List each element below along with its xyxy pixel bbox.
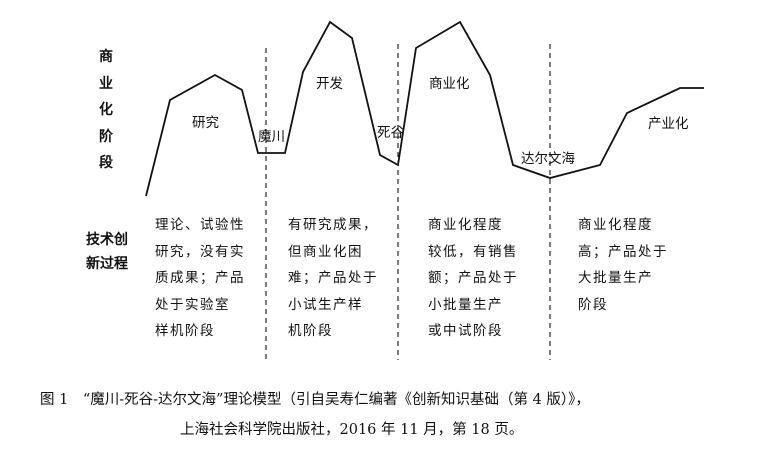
tech-innovation-process-label: 技术创 新过程: [86, 228, 134, 276]
phase-label-commercialization: 商业化: [429, 76, 470, 92]
axis-char: 段: [99, 155, 113, 171]
phase-label-research: 研究: [192, 115, 219, 131]
row-label-line: 新过程: [86, 256, 128, 272]
description-line: 商业化程度: [578, 217, 653, 233]
description-line: 小试生产样: [288, 296, 363, 313]
description-line: 较低，有销售: [428, 243, 518, 260]
description-line: 样机阶段: [155, 323, 215, 339]
description-line: 额；产品处于: [428, 270, 518, 286]
figure-caption: 图 1 “魔川-死谷-达尔文海”理论模型（引自吴寿仁编著《创新知识基础（第 4 …: [40, 385, 740, 445]
description-industrialization: 商业化程度 高；产品处于 大批量生产 阶段: [578, 212, 688, 318]
description-line: 或中试阶段: [428, 323, 503, 339]
caption-line-2: 上海社会科学院出版社，2016 年 11 月，第 18 页。: [180, 422, 524, 438]
axis-char: 阶: [99, 128, 113, 145]
description-line: 但商业化困: [288, 243, 363, 260]
description-line: 有研究成果，: [288, 217, 378, 233]
description-line: 阶段: [578, 296, 608, 313]
row-label-line: 技术创: [86, 232, 128, 248]
description-line: 难；产品处于: [288, 270, 378, 286]
commercialization-stage-label: 商 业 化 阶 段: [97, 44, 115, 177]
axis-char: 业: [99, 75, 113, 92]
description-research: 理论、试验性 研究，没有实 质成果；产品 处于实验室 样机阶段: [155, 212, 261, 345]
description-line: 商业化程度: [428, 217, 503, 233]
description-line: 处于实验室: [155, 296, 230, 313]
description-line: 机阶段: [288, 323, 333, 339]
phase-label-devils-river: 魔川: [258, 129, 285, 145]
description-line: 研究，没有实: [155, 243, 245, 260]
description-line: 质成果；产品: [155, 270, 245, 286]
phase-label-development: 开发: [316, 76, 343, 92]
description-commercialization: 商业化程度 较低，有销售 额；产品处于 小批量生产 或中试阶段: [428, 212, 538, 345]
description-development: 有研究成果， 但商业化困 难；产品处于 小试生产样 机阶段: [288, 212, 394, 345]
caption-line-1: 图 1 “魔川-死谷-达尔文海”理论模型（引自吴寿仁编著《创新知识基础（第 4 …: [40, 392, 590, 408]
stage-curve-line: [145, 20, 704, 197]
description-line: 高；产品处于: [578, 243, 668, 260]
phase-label-darwinian-sea: 达尔文海: [521, 151, 575, 167]
phase-label-industrialization: 产业化: [648, 116, 689, 132]
description-line: 理论、试验性: [155, 217, 245, 233]
axis-char: 商: [99, 49, 113, 65]
axis-char: 化: [99, 102, 113, 118]
phase-label-death-valley: 死谷: [377, 125, 404, 141]
description-line: 小批量生产: [428, 296, 503, 313]
description-line: 大批量生产: [578, 270, 653, 286]
